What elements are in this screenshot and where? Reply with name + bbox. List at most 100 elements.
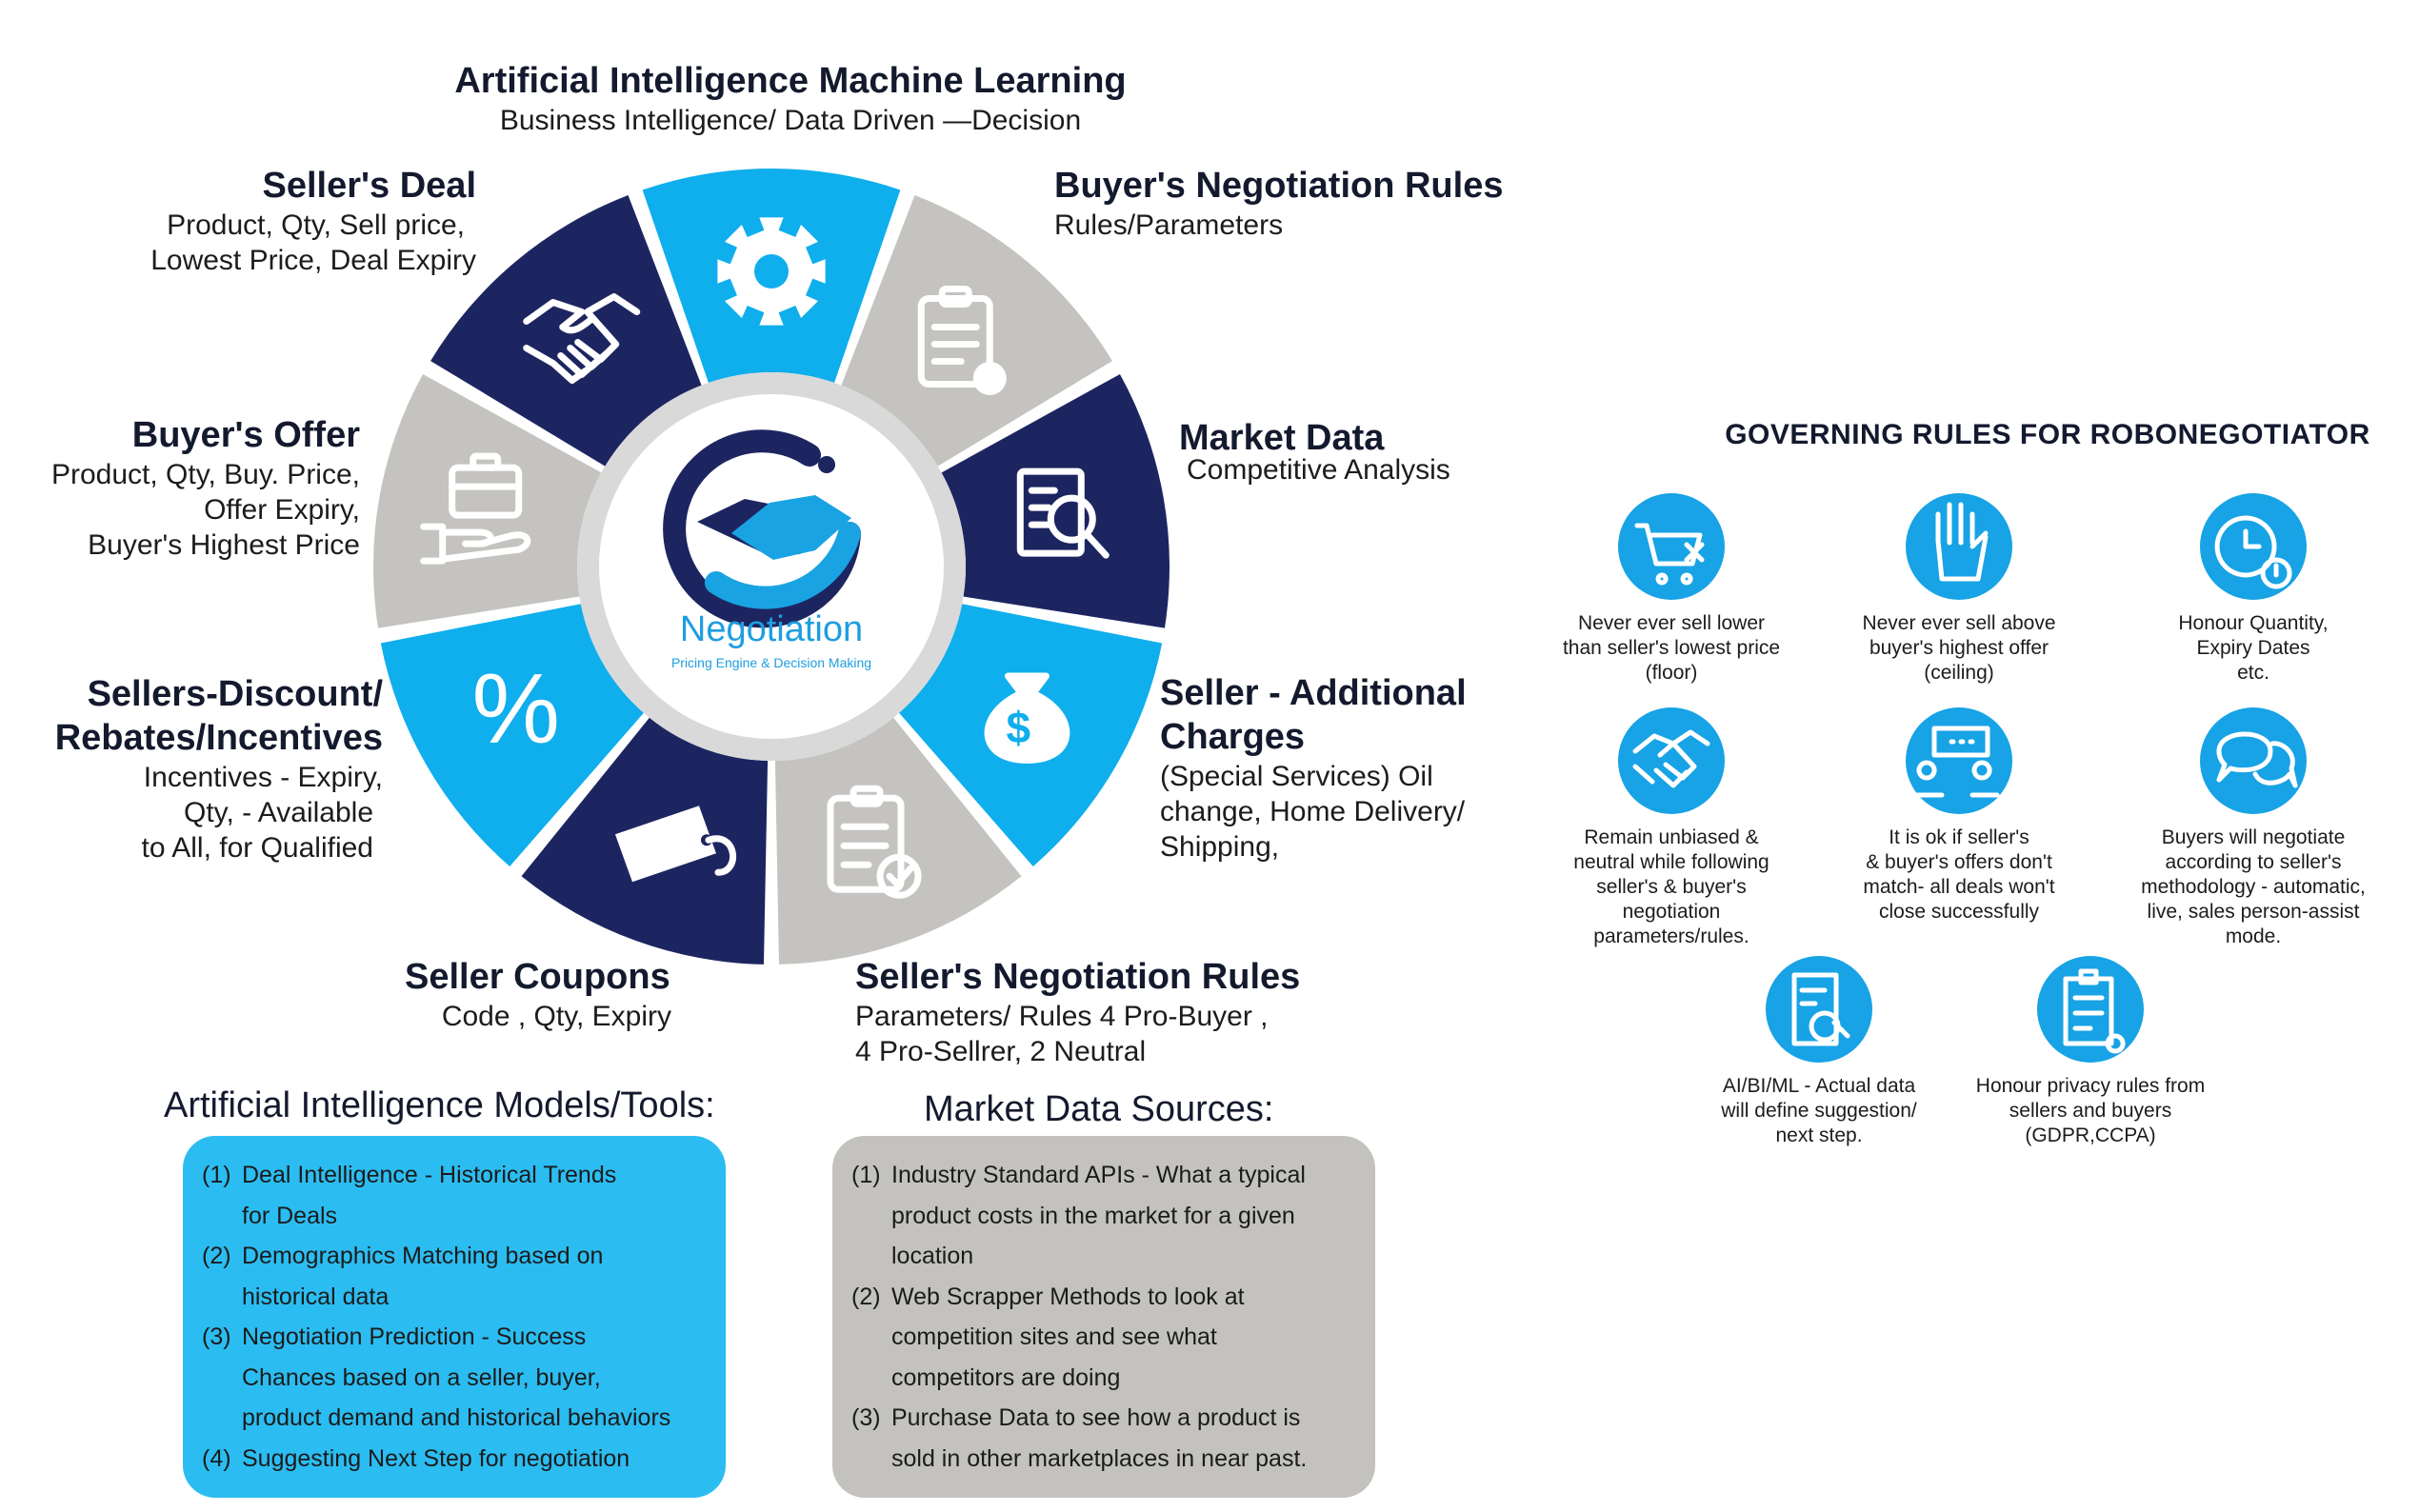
governing-rule-line: Never ever sell above [1862,612,2056,634]
label-buyers-offer-line-3: Buyer's Highest Price [88,529,360,561]
handshake-icon [1618,707,1725,814]
ai-model-item-text: Deal Intelligence - Historical Trends for… [242,1155,616,1236]
label-buyers-offer-line-2: Offer Expiry, [204,494,360,526]
segment-sellers-discount [380,604,644,866]
clipboard-check-icon [827,785,922,899]
ai-models-box: (1)Deal Intelligence - Historical Trends… [183,1136,726,1498]
governing-rule-line: seller's & buyer's negotiation [1596,876,1747,923]
label-sellers-deal: Seller's Deal Product, Qty, Sell price, … [95,164,476,278]
governing-rule-line: methodology - automatic, [2141,876,2366,898]
governing-rule-line: buyer's highest offer [1869,637,2049,659]
label-market-data: Market Data Competitive Analysis [1179,416,1450,487]
market-source-item: (2) Web Scrapper Methods to look at compet… [851,1277,1352,1399]
governing-rule-line: (GDPR,CCPA) [2025,1124,2156,1146]
label-seller-coupons-line: Code , Qty, Expiry [441,1001,671,1032]
clock-alert-icon [2200,493,2307,600]
ai-models-title: Artificial Intelligence Models/Tools: [164,1085,715,1125]
governing-rule-line: (ceiling) [1924,662,1994,684]
handshake-icon [523,293,641,385]
meeting-icon [1906,707,2012,814]
label-seller-coupons-title: Seller Coupons [405,957,670,997]
label-seller-coupons: Seller Coupons Code , Qty, Expiry [405,955,671,1034]
label-buyers-offer-line-1: Product, Qty, Buy. Price, [51,459,360,490]
chat-bubbles-icon [2200,707,2307,814]
segment-buyer-negotiation-rules [841,195,1112,467]
ai-model-item-line: for Deals [242,1202,338,1229]
ai-model-item-text: Suggesting Next Step for negotiation [242,1439,630,1480]
governing-rule: Never ever sell above buyer's highest off… [1833,493,2085,686]
governing-rule-line: Buyers will negotiate [2161,826,2346,848]
governing-rule-line: Never ever sell lower [1577,612,1766,634]
label-buyer-rules-line: Rules/Parameters [1054,209,1284,241]
label-seller-rules: Seller's Negotiation Rules Parameters/ R… [855,955,1300,1069]
label-sellers-deal-title: Seller's Deal [262,166,476,206]
handshake-logo-icon [663,429,861,628]
governing-rule-text: Never ever sell lower than seller's lowes… [1546,611,1797,686]
governing-rule-line: Honour Quantity, [2178,612,2329,634]
governing-rule-line: Expiry Dates [2196,637,2310,659]
governing-rule-line: etc. [2237,662,2269,684]
label-market-data-title: Market Data [1179,418,1385,458]
ai-model-item-line: Chances based on a seller, buyer, [242,1363,601,1391]
clipboard-gear-icon [917,286,1007,396]
cart-x-icon [1618,493,1725,600]
label-ai-ml: Artificial Intelligence Machine Learning… [438,59,1143,138]
market-source-item-number: (1) [851,1162,881,1188]
market-source-item-line: Purchase Data to see how a product is [891,1404,1301,1431]
report-search-icon [1766,956,1872,1063]
label-sellers-deal-line-2: Lowest Price, Deal Expiry [150,245,476,276]
governing-rule: Honour Quantity, Expiry Dates etc. [2128,493,2379,686]
governing-rule-line: Honour privacy rules from [1975,1075,2206,1097]
market-source-item-line: sold in other marketplaces in near past. [891,1444,1308,1472]
svg-text:%: % [472,654,560,765]
market-sources-title: Market Data Sources: [924,1089,1274,1129]
market-source-item-line: competition sites and see what [891,1323,1217,1350]
governing-rule-line: It is ok if seller's [1889,826,2029,848]
governing-rule: It is ok if seller's& buyer's offers don… [1833,707,2085,925]
market-sources-box: (1) Industry Standard APIs - What a typic… [832,1136,1375,1498]
market-source-item-line: Industry Standard APIs - What a typical [891,1162,1306,1188]
market-source-item-line: competitors are doing [891,1363,1121,1391]
market-source-item-line: Web Scrapper Methods to look at [891,1283,1245,1310]
ai-model-item-number: (3) [202,1323,231,1350]
governing-rule-line: than seller's lowest price [1562,637,1781,659]
governing-rule-line: next step. [1775,1124,1863,1146]
ai-model-item: (4)Suggesting Next Step for negotiation [202,1439,703,1480]
label-buyer-rules-title: Buyer's Negotiation Rules [1054,166,1504,206]
label-buyer-rules: Buyer's Negotiation Rules Rules/Paramete… [1054,164,1503,243]
clipboard-gear-icon [2037,956,2144,1063]
ai-model-item-line: product demand and historical behaviors [242,1404,671,1431]
governing-rule-line: match- all deals won't [1863,876,2055,898]
label-sellers-discount-line-2: Qty, - Available [184,797,373,828]
market-source-item: (1) Industry Standard APIs - What a typic… [851,1155,1352,1277]
money-bag-icon: $ [984,672,1070,764]
label-ai-ml-line: Business Intelligence/ Data Driven —Deci… [499,105,1082,136]
ai-model-item-line: Demographics Matching based on [242,1243,604,1269]
market-source-item-number: (2) [851,1283,881,1310]
label-sellers-discount-title-1: Sellers-Discount/ [87,674,383,714]
governing-rule-line: mode. [2225,925,2282,947]
ai-model-item-line: Deal Intelligence - Historical Trends [242,1162,617,1188]
ai-model-item-line: Negotiation Prediction - Success [242,1323,587,1350]
governing-rule-line: (floor) [1645,662,1698,684]
governing-rule: Never ever sell lower than seller's lowes… [1546,493,1797,686]
governing-rules-title: GOVERNING RULES FOR ROBONEGOTIATOR [1725,419,2370,450]
governing-rule-line: AI/BI/ML - Actual data [1722,1075,1916,1097]
label-sellers-discount-title-2: Rebates/Incentives [54,718,383,758]
ai-model-item: (1)Deal Intelligence - Historical Trends… [202,1155,703,1236]
label-seller-charges-title-2: Charges [1160,717,1306,757]
governing-rule-line: parameters/rules. [1593,925,1749,947]
gear-icon [717,217,826,326]
label-sellers-discount: Sellers-Discount/ Rebates/Incentives Inc… [38,672,383,865]
hand-stop-icon [1906,493,2012,600]
label-sellers-deal-line-1: Product, Qty, Sell price, [167,209,465,241]
label-buyers-offer: Buyer's Offer Product, Qty, Buy. Price, … [29,413,360,563]
label-seller-charges-line-1: (Special Services) Oil [1160,761,1433,792]
